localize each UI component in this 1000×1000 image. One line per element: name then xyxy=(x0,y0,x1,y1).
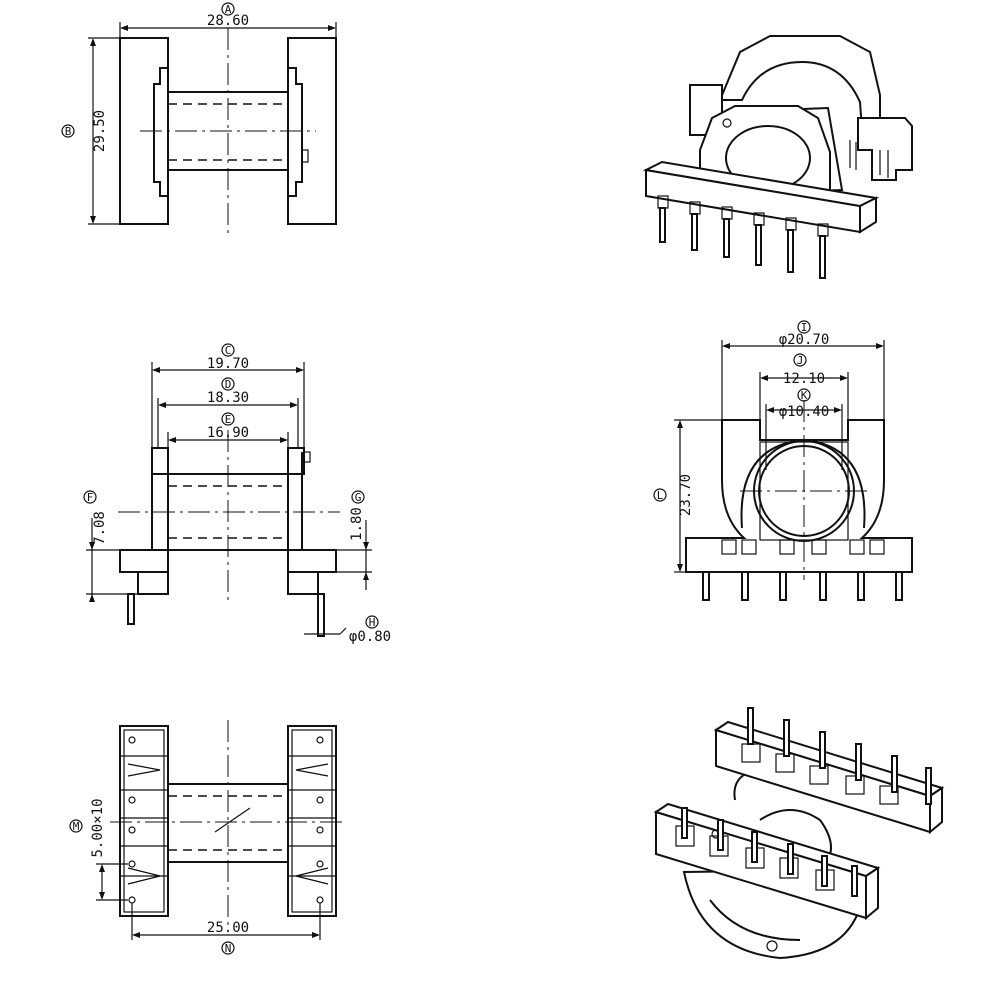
dim-tag-g: G xyxy=(355,491,362,504)
dim-value-g: 1.80 xyxy=(349,507,365,541)
iso-top-pins xyxy=(659,207,826,279)
dim-value-e: 16.90 xyxy=(207,425,249,441)
dim-tag-h: H xyxy=(369,616,376,629)
dim-value-m: 5.00×10 xyxy=(90,798,106,857)
dim-tag-l: L xyxy=(657,489,664,502)
dim-tag-j: J xyxy=(797,354,804,367)
front-view: C 19.70 D 18.30 E 16.90 F 7.08 xyxy=(83,343,391,645)
dim-value-c: 19.70 xyxy=(207,356,249,372)
dim-value-k: φ10.40 xyxy=(779,404,830,420)
dim-value-l: 23.70 xyxy=(678,474,694,516)
dim-tag-b: B xyxy=(65,125,72,138)
dim-value-n: 25.00 xyxy=(207,920,249,936)
dim-tag-i: I xyxy=(801,321,808,334)
dim-value-f: 7.08 xyxy=(92,511,108,545)
dim-value-h: φ0.80 xyxy=(349,629,391,645)
dim-value-i: φ20.70 xyxy=(779,332,830,348)
iso-bottom-rear-pins xyxy=(747,707,932,805)
dim-tag-n: N xyxy=(225,942,232,955)
dim-tag-m: M xyxy=(73,820,80,833)
dim-value-j: 12.10 xyxy=(783,371,825,387)
dim-tag-c: C xyxy=(225,344,232,357)
dim-value-d: 18.30 xyxy=(207,390,249,406)
dim-value-b: 29.50 xyxy=(92,110,108,152)
bottom-view: M 5.00×10 25.00 N xyxy=(69,720,346,955)
dim-tag-a: A xyxy=(225,3,232,16)
isometric-bottom-view xyxy=(653,707,945,960)
isometric-top-view xyxy=(642,35,913,279)
bottom-view-pin-holes xyxy=(128,736,324,904)
dim-tag-d: D xyxy=(225,378,232,391)
side-view: I φ20.70 J 12.10 K φ10.40 L 23.70 xyxy=(653,320,913,601)
side-view-pins xyxy=(702,571,903,601)
dim-tag-f: F xyxy=(87,491,94,504)
dim-value-a: 28.60 xyxy=(207,13,249,29)
top-view: A 28.60 B 29.50 xyxy=(61,2,337,236)
dim-tag-k: K xyxy=(801,389,808,402)
dim-tag-e: E xyxy=(225,413,232,426)
iso-bottom-front-pins xyxy=(681,807,858,897)
